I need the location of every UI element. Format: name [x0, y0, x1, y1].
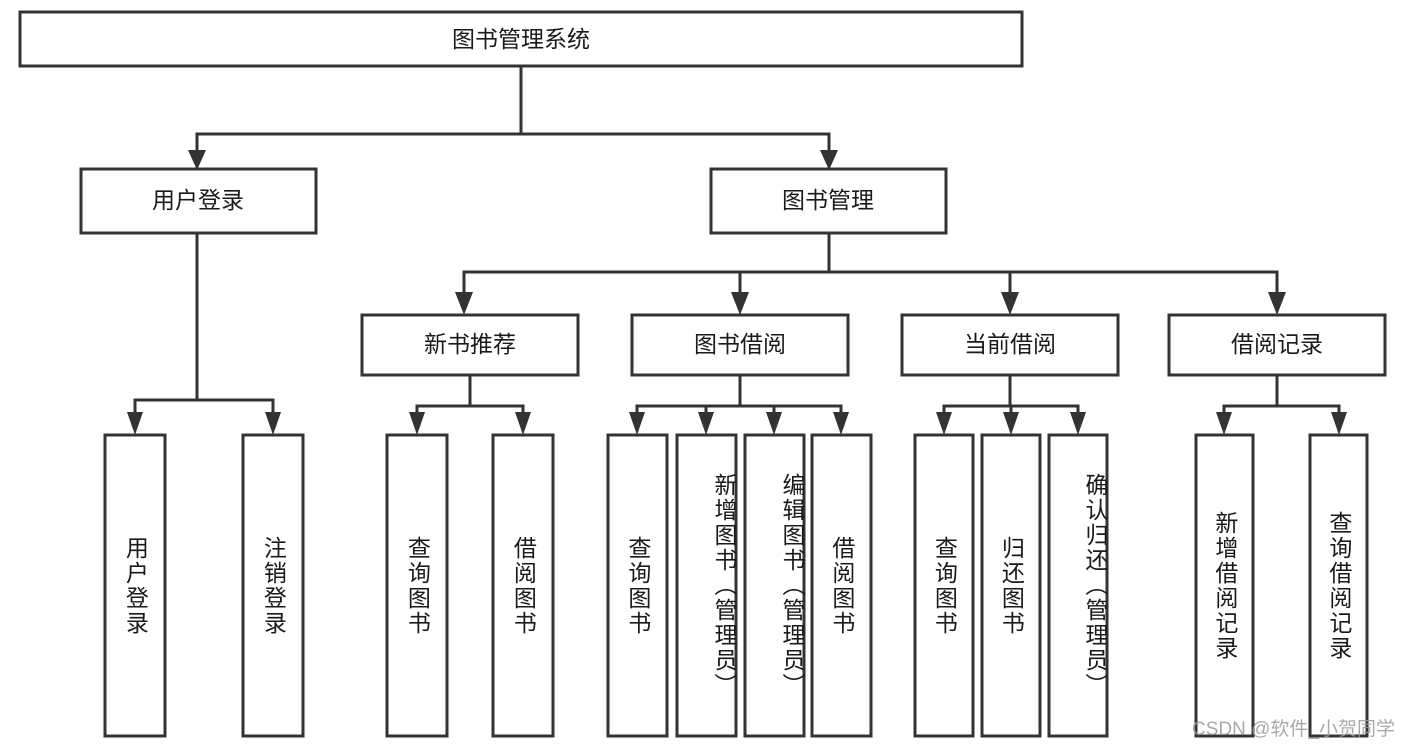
leaf-boxes [103, 433, 1369, 738]
node-new-book-recommend-box[interactable] [360, 313, 580, 377]
node-book-borrow[interactable]: 图书借阅 [630, 313, 850, 377]
arrow-head-leaf-return-book [1003, 412, 1019, 435]
node-borrow-record[interactable]: 借阅记录 [1167, 313, 1387, 377]
watermark-text: CSDN @软件_小贺同学 [1192, 719, 1395, 740]
arrow-head-leaf-query-book-3 [936, 412, 952, 435]
connector-group-user-login [127, 231, 281, 435]
arrow-head-book-borrow [731, 292, 749, 315]
arrow-head-leaf-add-record [1216, 412, 1232, 435]
node-leaf-query-book-1-box[interactable] [385, 433, 449, 738]
connector-group-book-management [455, 231, 1286, 315]
node-leaf-borrow-book-1-box[interactable] [491, 433, 555, 738]
arrow-head-book-management [820, 150, 838, 170]
arrow-head-user-login [188, 150, 206, 170]
node-book-management[interactable]: 图书管理 [709, 167, 948, 235]
node-leaf-add-record-box[interactable] [1194, 433, 1255, 738]
node-root-box[interactable] [18, 10, 1024, 68]
arrow-head-current-borrow [1001, 292, 1019, 315]
node-leaf-query-book-3-box[interactable] [913, 433, 975, 738]
arrow-head-leaf-user-login [127, 412, 143, 435]
node-borrow-record-label: 借阅记录 [1231, 331, 1323, 357]
node-root-label: 图书管理系统 [452, 26, 590, 52]
arrow-head-leaf-confirm-return [1070, 412, 1086, 435]
connector-group-borrow-record [1216, 373, 1347, 435]
node-leaf-logout-login-box[interactable] [241, 433, 305, 738]
node-book-management-label: 图书管理 [782, 187, 874, 213]
node-book-management-box[interactable] [709, 167, 948, 235]
node-leaf-add-book-box[interactable] [675, 433, 738, 738]
node-leaf-borrow-book-2-box[interactable] [810, 433, 873, 738]
node-current-borrow[interactable]: 当前借阅 [900, 313, 1120, 377]
node-leaf-query-book-2-box[interactable] [606, 433, 669, 738]
arrow-head-borrow-record [1268, 292, 1286, 315]
arrow-head-leaf-query-book-1 [409, 412, 425, 435]
arrow-head-leaf-edit-book [766, 412, 782, 435]
arrow-head-leaf-borrow-book-2 [833, 412, 849, 435]
node-user-login[interactable]: 用户登录 [79, 167, 318, 235]
node-leaf-edit-book-box[interactable] [743, 433, 806, 738]
node-leaf-confirm-return-box[interactable] [1047, 433, 1109, 738]
node-user-login-label: 用户登录 [152, 187, 244, 213]
node-borrow-record-box[interactable] [1167, 313, 1387, 377]
node-leaf-user-login-box[interactable] [103, 433, 167, 738]
node-current-borrow-label: 当前借阅 [964, 331, 1056, 357]
node-new-book-recommend[interactable]: 新书推荐 [360, 313, 580, 377]
node-book-borrow-box[interactable] [630, 313, 850, 377]
node-leaf-return-book-box[interactable] [980, 433, 1042, 738]
node-book-borrow-label: 图书借阅 [694, 331, 786, 357]
connector-group-current-borrow [936, 373, 1086, 435]
connector-group-root [188, 64, 838, 170]
arrow-head-leaf-logout-login [265, 412, 281, 435]
arrow-head-leaf-add-book [698, 412, 714, 435]
connector-group-new-book-recommend [409, 373, 531, 435]
node-current-borrow-box[interactable] [900, 313, 1120, 377]
node-new-book-recommend-label: 新书推荐 [424, 331, 516, 357]
arrow-head-leaf-query-book-2 [629, 412, 645, 435]
node-user-login-box[interactable] [79, 167, 318, 235]
arrow-head-new-book-recommend [455, 292, 473, 315]
connector-group-book-borrow [629, 373, 849, 435]
node-leaf-query-record-box[interactable] [1308, 433, 1369, 738]
node-root[interactable]: 图书管理系统 [18, 10, 1024, 68]
arrow-head-leaf-borrow-book-1 [515, 412, 531, 435]
arrow-head-leaf-query-record [1331, 412, 1347, 435]
